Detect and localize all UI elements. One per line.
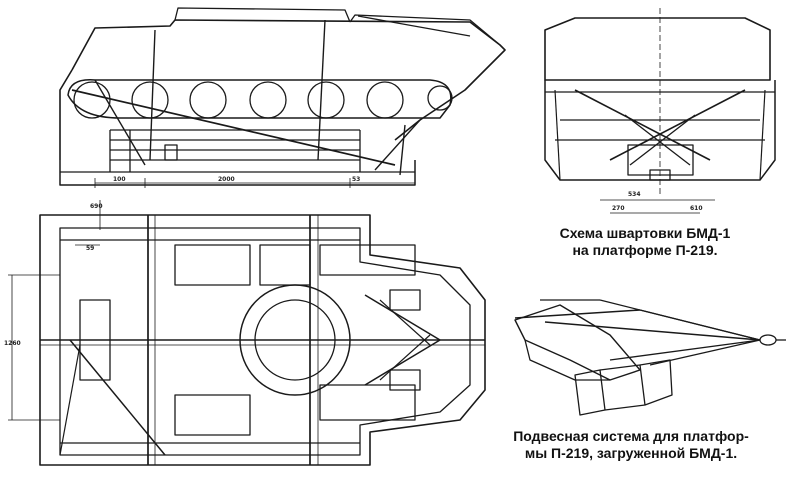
lashing-scheme-caption: Схема швартовки БМД-1 на платформе П-219… bbox=[520, 225, 770, 259]
suspension-caption-line1: Подвесная система для платфор- bbox=[513, 428, 749, 444]
front-dim-3: 610 bbox=[690, 205, 703, 212]
plan-dim-2: 59 bbox=[86, 245, 94, 252]
lashing-caption-line1: Схема швартовки БМД-1 bbox=[559, 225, 731, 241]
plan-dim-1: 690 bbox=[90, 203, 103, 210]
suspension-sketch bbox=[514, 299, 786, 416]
side-dim-2: 2000 bbox=[218, 176, 235, 183]
plan-dim-3: 1260 bbox=[4, 340, 21, 347]
lashing-caption-line2: на платформе П-219. bbox=[572, 242, 718, 258]
plan-view: 690 59 1260 bbox=[4, 200, 486, 466]
suspension-caption-line2: мы П-219, загруженной БМД-1. bbox=[524, 445, 738, 461]
front-dim-1: 534 bbox=[628, 191, 641, 198]
front-dim-2: 270 bbox=[612, 205, 625, 212]
side-dim-1: 100 bbox=[113, 176, 126, 183]
side-dim-3: 53 bbox=[352, 176, 360, 183]
side-view: 100 2000 53 bbox=[59, 7, 506, 188]
front-view: 534 270 610 bbox=[544, 8, 776, 214]
suspension-caption: Подвесная система для платфор- мы П-219,… bbox=[478, 428, 784, 462]
